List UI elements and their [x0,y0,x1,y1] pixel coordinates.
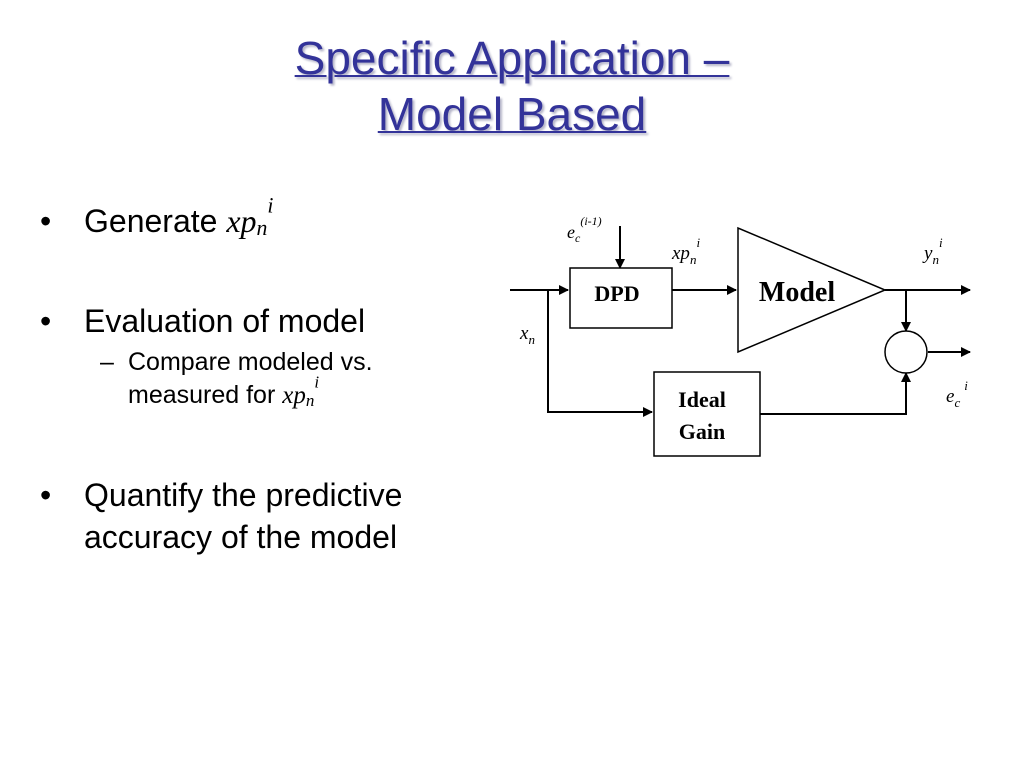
input-signal-label: xn [519,323,535,347]
bullet-dot: • [40,203,52,239]
sub-bullet-symbol: xpni [282,372,320,410]
ideal-gain-block [653,371,761,457]
output-signal-label: yni [922,235,943,267]
dpd-block [569,267,673,329]
bullet-generate-text: Generate [84,203,227,239]
error-prev-label: ec(i-1) [567,214,602,245]
ideal-gain-label-line-1: Ideal [678,387,726,412]
bullet-quantify: • Quantify the predictive accuracy of th… [40,474,510,558]
gain-to-summer-arrow [760,372,911,415]
dpd-label: DPD [594,281,639,306]
bullet-evaluation-text: Evaluation of model [84,303,366,339]
bullet-generate: • Generate xpni [40,193,510,246]
bullet-evaluation: • Evaluation of model [40,300,510,342]
model-amplifier-triangle [737,226,887,354]
predistorted-signal-label: xpni [671,235,700,267]
title-line-2: Model Based [377,88,647,140]
bullet-quantify-line-1: Quantify the predictive [84,477,403,513]
sub-bullet-line-2: measured for xpni [128,372,320,410]
slide-title: Specific Application – Model Based [0,30,1024,142]
bullet-quantify-line-2: accuracy of the model [84,519,398,555]
sub-bullet-compare: – Compare modeled vs. measured for xpni [40,346,510,414]
bullet-dot: • [40,477,52,513]
bullet-generate-symbol: xpni [226,193,274,241]
error-signal-label: eci [946,378,968,410]
bullet-list: • Generate xpni • Evaluation of model – … [40,193,510,558]
sub-bullet-line-1: Compare modeled vs. [128,348,373,376]
title-line-1: Specific Application – [294,32,730,84]
model-label: Model [759,277,835,308]
input-to-gain-arrow [547,290,653,417]
ideal-gain-label-line-2: Gain [679,419,725,444]
sub-bullet-dash: – [100,348,114,376]
summing-junction [884,330,928,374]
bullet-dot: • [40,303,52,339]
